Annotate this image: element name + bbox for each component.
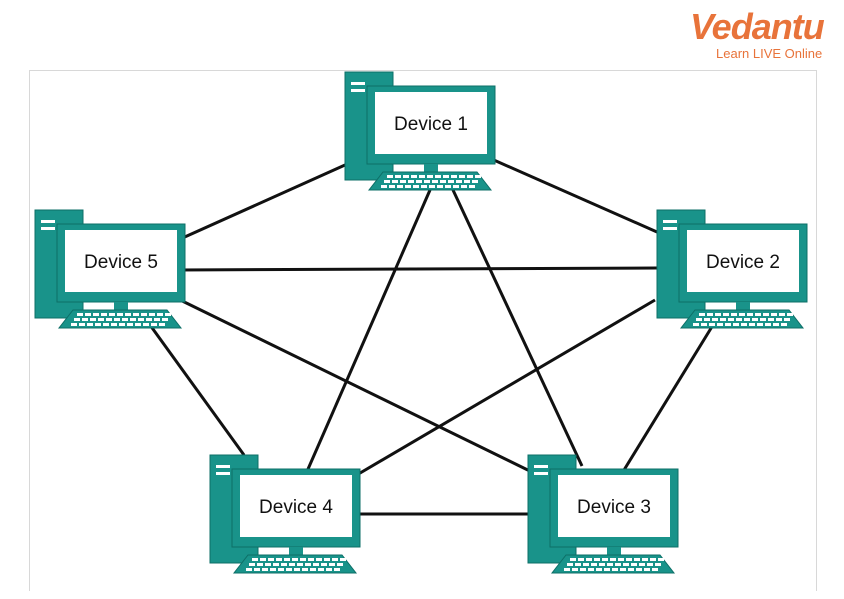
- link-d1-d5: [177, 163, 346, 242]
- desktop-computer-icon: [344, 71, 496, 191]
- desktop-computer-icon: [34, 209, 186, 329]
- device-label: Device 5: [84, 252, 158, 273]
- desktop-computer-icon: [656, 209, 808, 329]
- screen: [687, 230, 799, 292]
- screen: [375, 92, 487, 154]
- link-d3-d5: [169, 293, 541, 478]
- link-d1-d4: [303, 189, 432, 477]
- link-d1-d2: [486, 155, 658, 234]
- link-d2-d4: [354, 298, 656, 478]
- device-d1[interactable]: Device 1: [344, 71, 496, 191]
- link-d4-d5: [148, 324, 246, 456]
- screen: [65, 230, 177, 292]
- device-d2[interactable]: Device 2: [656, 209, 808, 329]
- brand-logo: Vedantu Learn LIVE Online: [690, 6, 825, 64]
- device-d4[interactable]: Device 4: [209, 454, 361, 574]
- network-nodes: Device 1 Device 2 Device 3 Device 4 Device 5: [34, 71, 808, 574]
- link-d2-d5: [177, 266, 658, 272]
- diagram-frame: [29, 70, 817, 591]
- screen: [558, 475, 670, 537]
- device-label: Device 4: [259, 497, 333, 518]
- desktop-computer-icon: [527, 454, 679, 574]
- link-d1-d3: [451, 189, 584, 467]
- link-d2-d3: [622, 324, 715, 471]
- brand-tagline: Learn LIVE Online: [716, 46, 823, 61]
- device-label: Device 3: [577, 497, 651, 518]
- device-d5[interactable]: Device 5: [34, 209, 186, 329]
- device-label: Device 2: [706, 252, 780, 273]
- network-links: [148, 155, 715, 516]
- device-label: Device 1: [394, 114, 468, 135]
- screen: [240, 475, 352, 537]
- brand-name: Vedantu: [690, 6, 825, 47]
- device-d3[interactable]: Device 3: [527, 454, 679, 574]
- desktop-computer-icon: [209, 454, 361, 574]
